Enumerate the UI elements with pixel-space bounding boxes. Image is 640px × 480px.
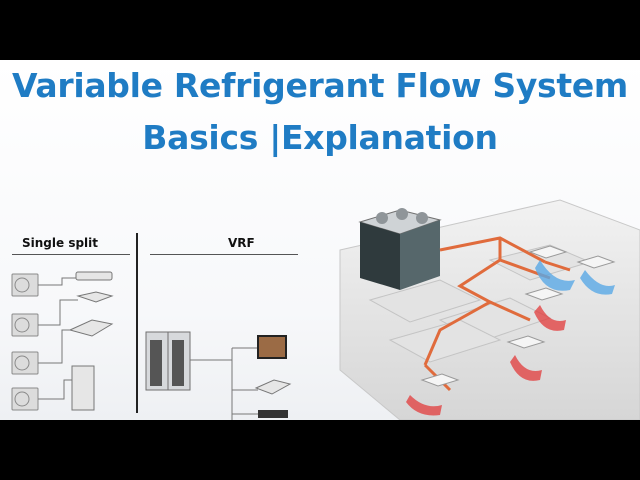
comparison-divider [136, 233, 138, 413]
single-split-label: Single split [22, 236, 99, 250]
single-split-rule [12, 254, 130, 255]
indoor-units [420, 245, 616, 387]
vrf-rule [150, 254, 298, 255]
building-vrf-illustration [339, 199, 640, 420]
outdoor-units [358, 208, 442, 290]
warm-air-flow [406, 305, 566, 416]
vrf-diagram [145, 331, 292, 420]
single-split-diagram [11, 271, 114, 411]
vrf-label: VRF [228, 236, 255, 250]
slide: Variable Refrigerant Flow System Basics … [0, 60, 640, 420]
title-line-1: Variable Refrigerant Flow System [11, 66, 629, 105]
cool-air-flow [535, 260, 615, 295]
title-line-2: Basics |Explanation [142, 118, 498, 157]
room-thumbnail [257, 335, 287, 359]
refrigerant-pipes [423, 236, 571, 392]
